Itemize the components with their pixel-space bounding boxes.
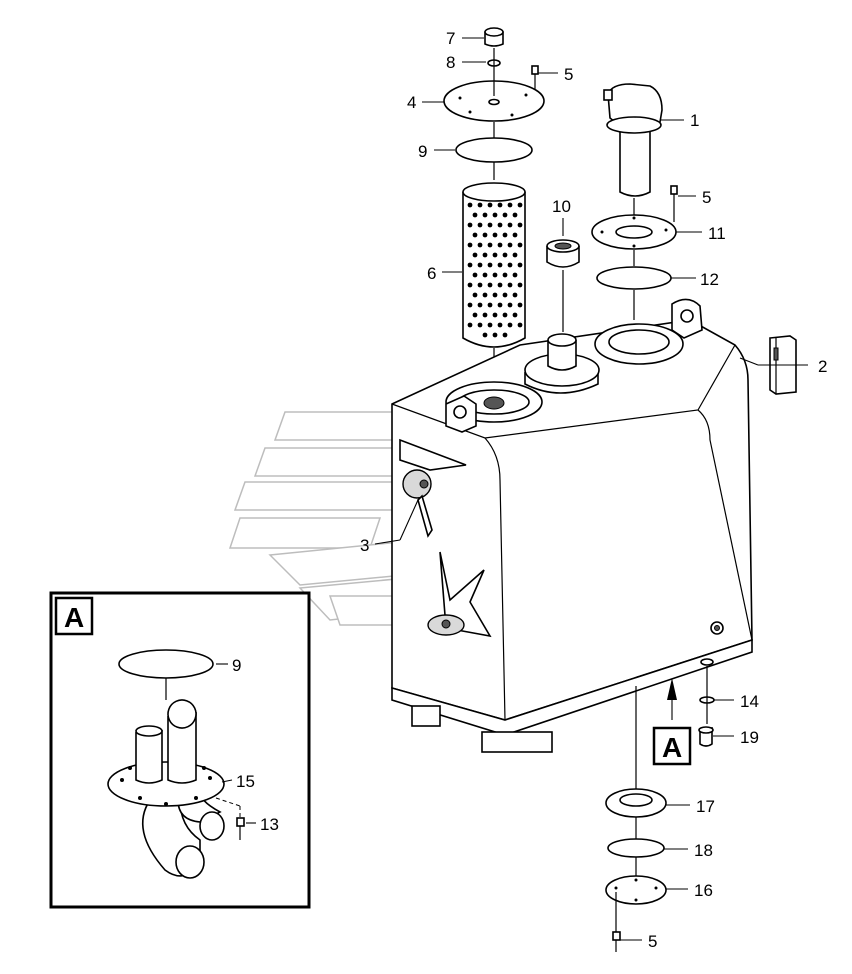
- suction-pipe-part: [107, 699, 225, 879]
- callout-10: 10: [552, 197, 571, 216]
- view-reference-label: A: [662, 732, 682, 763]
- gasket-part: [596, 266, 672, 290]
- callout-14: 14: [740, 692, 759, 711]
- detail-view-label: A: [64, 602, 84, 633]
- bottom-cover-part: [605, 875, 667, 905]
- callout-9: 9: [232, 656, 241, 675]
- callout-11: 11: [708, 224, 726, 243]
- callout-5: 5: [648, 932, 657, 951]
- callout-17: 17: [696, 797, 715, 816]
- gasket-part: [455, 137, 533, 163]
- callout-2: 2: [818, 357, 827, 376]
- callout-12: 12: [700, 270, 719, 289]
- flange-part: [591, 214, 677, 250]
- drain-plug-part: [698, 726, 714, 747]
- gasket-part: [607, 838, 665, 858]
- callout-13: 13: [260, 815, 279, 834]
- callout-5: 5: [702, 188, 711, 207]
- view-reference-box: [652, 726, 692, 766]
- callout-9: 9: [418, 142, 427, 161]
- bolt-part: [236, 817, 245, 840]
- callout-16: 16: [694, 881, 713, 900]
- detail-view-a: [49, 591, 311, 909]
- callout-4: 4: [407, 93, 416, 112]
- hydraulic-tank-part: [391, 298, 753, 753]
- callout-1: 1: [690, 111, 699, 130]
- callout-labels: 7 8 5 4 9 6 10 1 5 11 12 2 3 14 19 17 18…: [64, 29, 827, 951]
- callout-5: 5: [564, 65, 573, 84]
- callout-7: 7: [446, 29, 455, 48]
- callout-8: 8: [446, 53, 455, 72]
- level-gauge-part: [546, 239, 580, 268]
- callout-15: 15: [236, 772, 255, 791]
- leader-lines: [374, 37, 808, 941]
- cap-part: [484, 27, 504, 47]
- callout-6: 6: [427, 264, 436, 283]
- bolt-part: [670, 185, 678, 222]
- bolt-part: [612, 931, 621, 952]
- cover-plate-part: [443, 80, 545, 122]
- view-arrow: [667, 678, 677, 720]
- callout-18: 18: [694, 841, 713, 860]
- strainer-part: [462, 182, 526, 348]
- flange-ring-part: [605, 788, 667, 818]
- callout-3: 3: [360, 536, 369, 555]
- callout-19: 19: [740, 728, 759, 747]
- gasket-part: [118, 649, 214, 679]
- breather-part: [603, 83, 663, 197]
